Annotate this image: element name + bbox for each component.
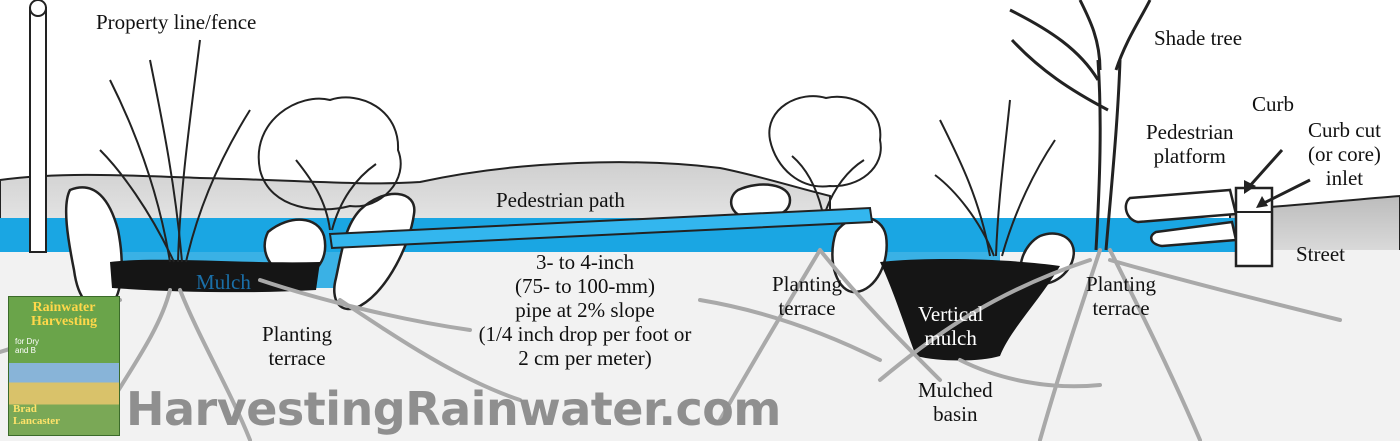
grass-clump-left [99,39,251,263]
label-mulched-basin: Mulched basin [918,378,993,426]
shade-tree [1009,0,1152,251]
root-system [0,248,1342,441]
shrub-left [257,96,402,231]
label-shade-tree: Shade tree [1154,26,1243,50]
book-title: Rainwater Harvesting [30,300,98,329]
label-planting-terrace-left: Planting terrace [262,322,333,370]
label-planting-terrace-right: Planting terrace [1086,272,1157,320]
drain-pipe [328,206,874,250]
shrub-middle [768,95,882,211]
curb-arrow-head [1244,180,1256,194]
property-post-cap [29,0,47,17]
website-watermark[interactable]: HarvestingRainwater.com [126,382,781,436]
label-street: Street [1296,242,1345,266]
curb-block [1234,186,1274,268]
label-planting-terrace-middle: Planting terrace [772,272,843,320]
book-author: Brad Lancaster [13,403,61,427]
label-pedestrian-path: Pedestrian path [496,188,625,212]
label-curb: Curb [1252,92,1294,116]
grass-clump-right [934,99,1056,257]
property-post [29,7,47,253]
mulch-basin [880,259,1060,361]
book-cover-image: Rainwater Harvesting for Dry and B Brad … [8,296,120,436]
label-pipe-note: 3- to 4-inch (75- to 100-mm) pipe at 2% … [478,250,692,370]
label-vertical-mulch: Vertical mulch [918,302,984,350]
label-pedestrian-platform: Pedestrian platform [1146,120,1234,168]
label-property-line: Property line/fence [96,10,257,34]
label-curb-cut-inlet: Curb cut (or core) inlet [1308,118,1381,190]
book-subtitle: for Dry and B [15,337,39,355]
label-mulch: Mulch [196,270,251,294]
curb-arrow [1246,148,1284,190]
inlet-arrow-head [1256,196,1268,208]
inlet-arrow [1261,178,1311,206]
